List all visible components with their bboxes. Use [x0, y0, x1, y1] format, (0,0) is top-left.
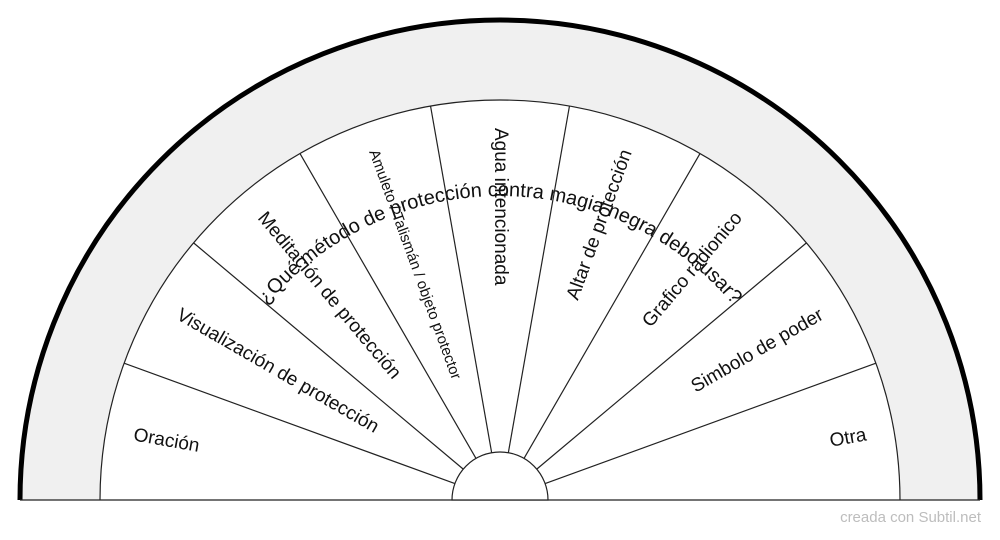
segment-divider — [299, 153, 477, 459]
center-hub — [451, 451, 549, 501]
segment-label: Agua intencionada — [490, 128, 511, 286]
segment-divider — [429, 105, 493, 453]
title-band-fill — [20, 20, 980, 500]
inner-ring — [99, 99, 901, 501]
segment-divider — [523, 153, 701, 459]
segment-label: Simbolo de poder — [688, 304, 828, 397]
segment-label: Otra — [828, 425, 868, 452]
segment-label: Oración — [132, 425, 201, 457]
segment-divider — [123, 362, 456, 485]
title-band — [17, 17, 983, 501]
segment-divider — [507, 105, 571, 453]
hub-circle — [451, 451, 549, 501]
outer-ring — [17, 17, 983, 501]
segment-divider — [536, 242, 807, 470]
segment-divider — [193, 242, 464, 470]
credit-text: creada con Subtil.net — [840, 509, 981, 526]
segment-divider — [544, 362, 877, 485]
